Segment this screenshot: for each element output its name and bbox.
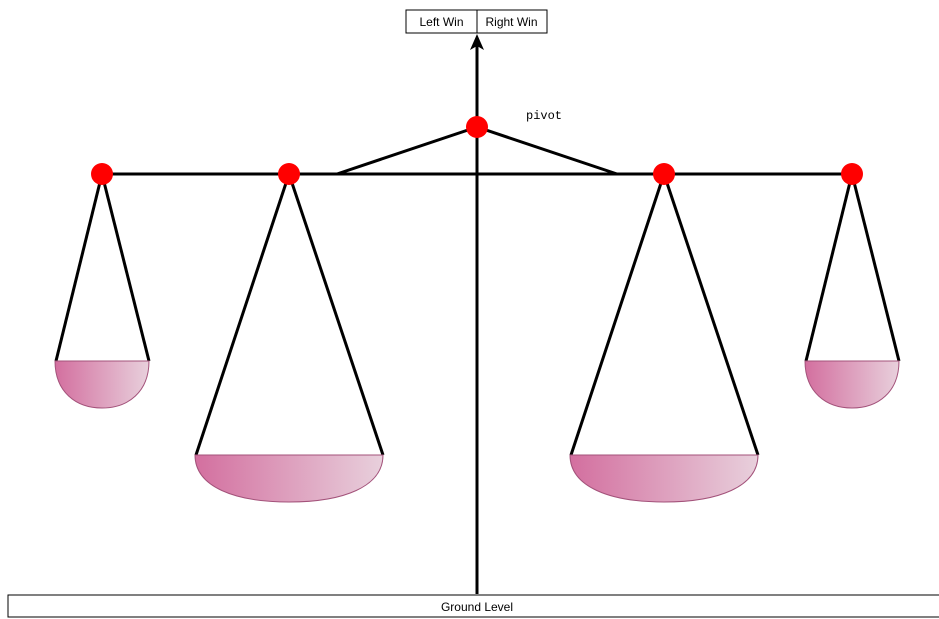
joint-left-inner xyxy=(278,163,300,185)
ground-level-label: Ground Level xyxy=(441,600,513,614)
center-post-arrow xyxy=(470,34,484,50)
pan-left-inner xyxy=(194,173,385,503)
pan-right-outer xyxy=(804,173,901,409)
joint-left-outer xyxy=(91,163,113,185)
pan-left-outer-bowl xyxy=(54,360,150,409)
pan-right-inner-string-left xyxy=(569,173,666,456)
pan-right-inner-bowl xyxy=(569,454,759,503)
joint-right-outer xyxy=(841,163,863,185)
pivot-brace-right xyxy=(476,125,618,176)
pan-right-inner xyxy=(569,173,760,503)
pan-left-inner-bowl xyxy=(194,454,384,503)
pivot-label: pivot xyxy=(526,109,562,123)
legend-right-label: Right Win xyxy=(485,15,537,29)
pan-left-inner-string-left xyxy=(194,173,291,456)
legend: Left Win Right Win xyxy=(405,9,548,34)
pan-left-inner-string-right xyxy=(287,173,385,456)
pivot-brace-left xyxy=(336,125,478,176)
pan-right-inner-string-right xyxy=(662,173,760,456)
pan-right-outer-string-left xyxy=(804,173,854,362)
joint-right-inner xyxy=(653,163,675,185)
pan-right-outer-bowl xyxy=(804,360,900,409)
pan-left-outer xyxy=(54,173,151,409)
pivot-joint xyxy=(466,116,488,138)
pan-left-outer-string-right xyxy=(100,173,151,362)
ground-level-bar xyxy=(7,594,939,618)
pan-right-outer-string-right xyxy=(850,173,901,362)
pan-left-outer-string-left xyxy=(54,173,104,362)
legend-left-label: Left Win xyxy=(419,15,463,29)
legend-right-cell xyxy=(476,9,548,34)
